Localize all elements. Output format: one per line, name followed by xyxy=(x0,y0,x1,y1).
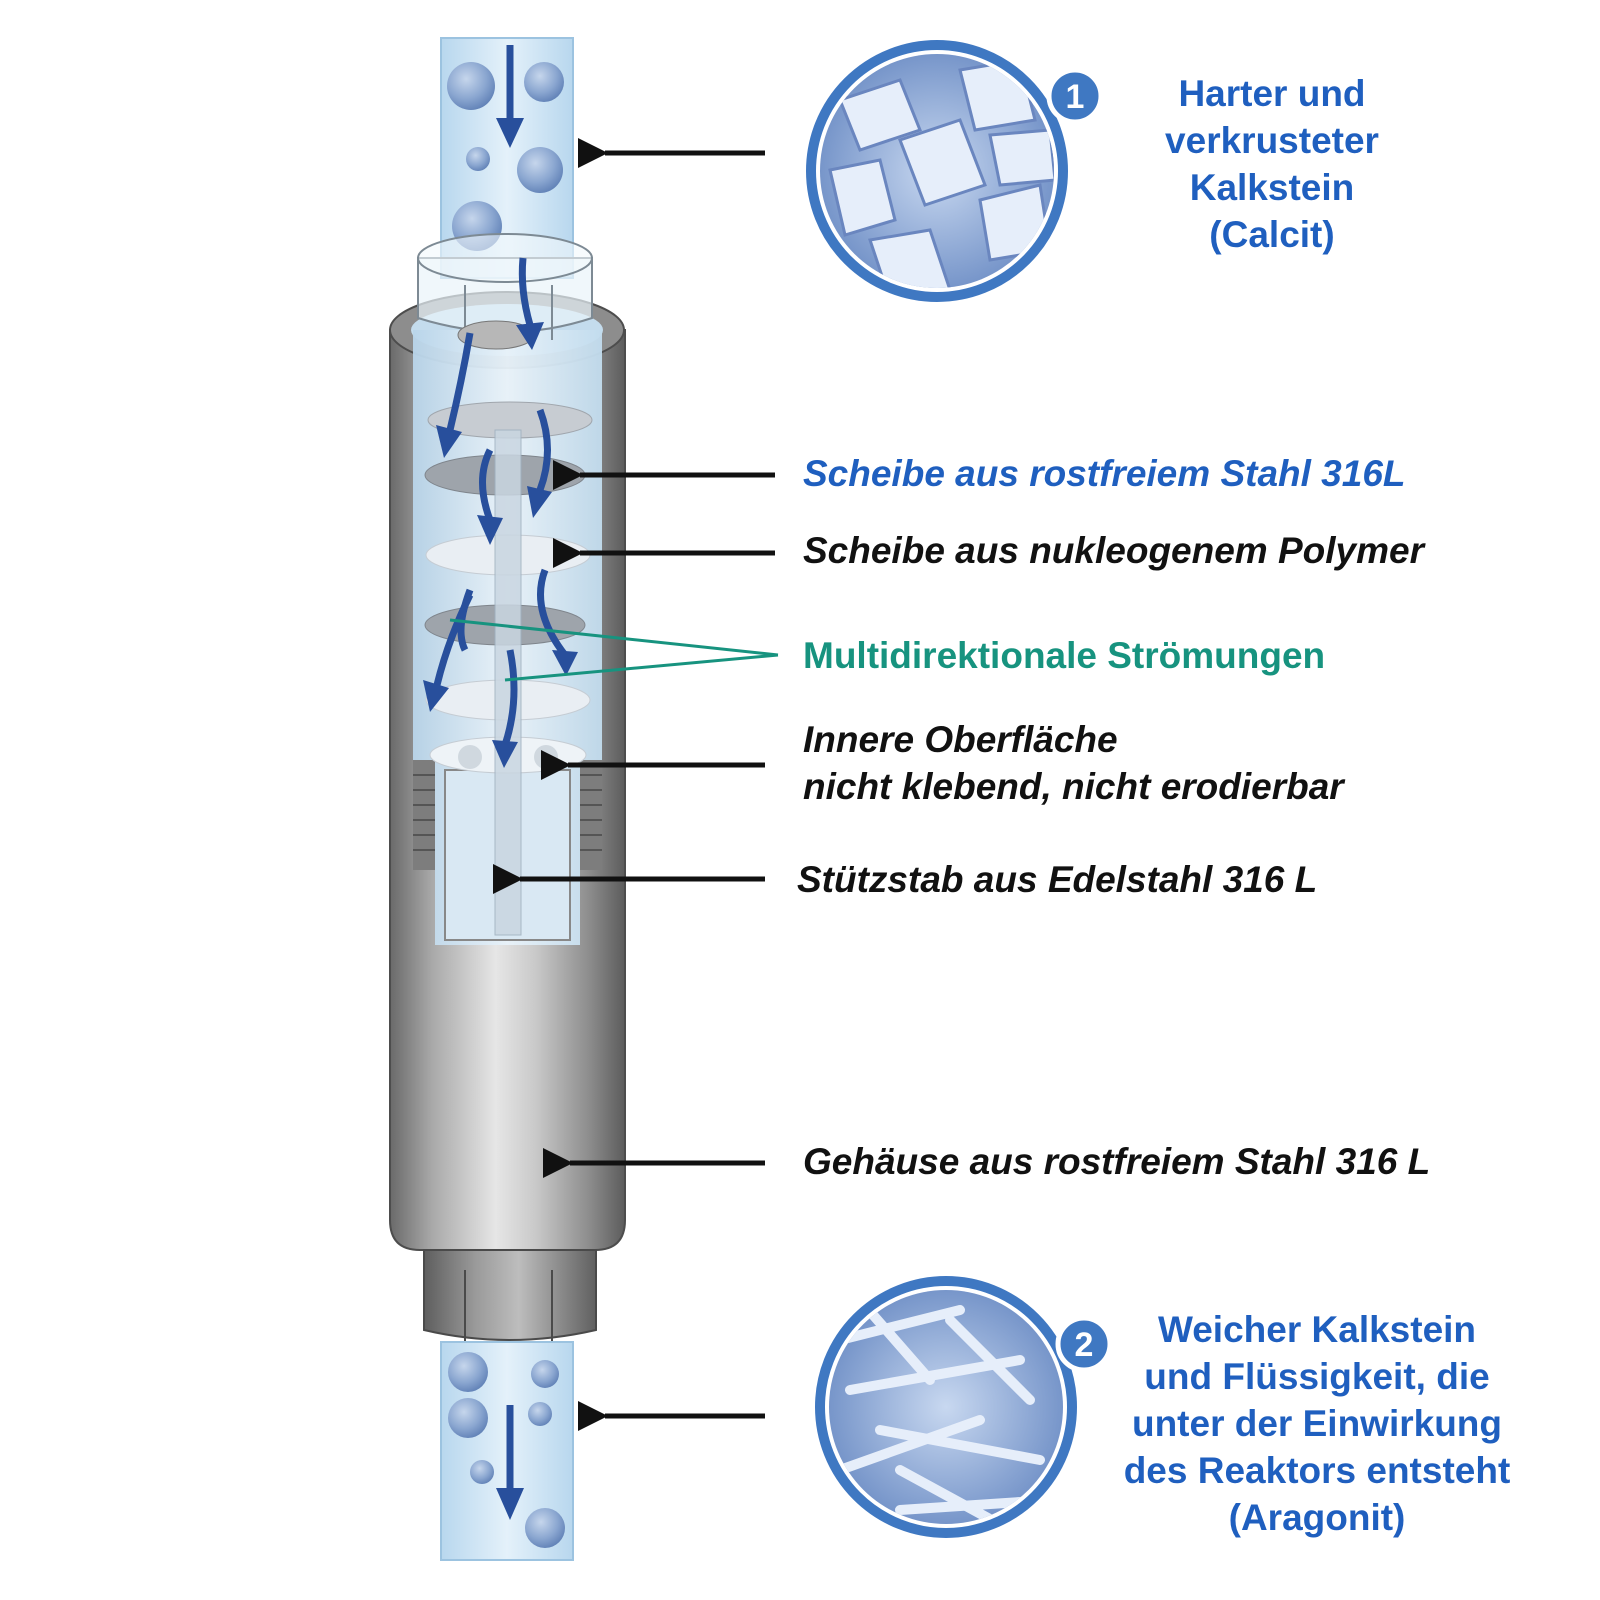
calcit-line-2: verkrusteter xyxy=(1165,120,1379,161)
calcit-line-3: Kalkstein xyxy=(1189,167,1355,208)
number-badge-icon: 1 xyxy=(1046,67,1104,125)
flow-arrow-icon xyxy=(496,45,524,148)
aragonit-line-4: des Reaktors entsteht xyxy=(1123,1450,1511,1491)
inner-surface-line-1: Innere Oberfläche xyxy=(803,719,1118,760)
steel-disc-label: Scheibe aus rostfreiem Stahl 316L xyxy=(803,453,1406,494)
flow-pointer-lines xyxy=(449,618,779,682)
outlet-limescale-particles xyxy=(448,1352,565,1548)
pointer-arrows xyxy=(493,138,775,1431)
inner-surface-line-2: nicht klebend, nicht erodierbar xyxy=(803,766,1344,807)
calcit-line-4: (Calcit) xyxy=(1209,214,1335,255)
polymer-disc-label: Scheibe aus nukleogenem Polymer xyxy=(803,530,1424,571)
calcit-line-1: Harter und xyxy=(1178,73,1366,114)
crystal-circle-icon xyxy=(806,40,1068,302)
aragonit-line-5: (Aragonit) xyxy=(1228,1497,1406,1538)
outlet-hex-nut xyxy=(423,1249,597,1342)
aragonit-line-2: und Flüssigkeit, die xyxy=(1144,1356,1490,1397)
inner-surface-label: Innere Oberfläche nicht klebend, nicht e… xyxy=(803,716,1344,810)
inlet-hex-nut xyxy=(417,233,593,350)
flows-label: Multidirektionale Strömungen xyxy=(803,635,1326,676)
badge-number-1: 1 xyxy=(1066,78,1085,116)
housing-label: Gehäuse aus rostfreiem Stahl 316 L xyxy=(803,1141,1431,1182)
flow-arrow-heads xyxy=(423,322,578,768)
flow-arrow-icon xyxy=(496,1405,524,1520)
calcit-description: Harter und verkrusteter Kalkstein (Calci… xyxy=(1142,70,1402,258)
number-badge-icon: 2 xyxy=(1055,1315,1113,1373)
aragonit-line-1: Weicher Kalkstein xyxy=(1157,1309,1477,1350)
support-rod-label: Stützstab aus Edelstahl 316 L xyxy=(797,859,1318,900)
aragonit-description: Weicher Kalkstein und Flüssigkeit, die u… xyxy=(1097,1306,1537,1541)
aragonit-line-3: unter der Einwirkung xyxy=(1131,1403,1503,1444)
crystal-circle-icon xyxy=(815,1276,1077,1538)
badge-number-2: 2 xyxy=(1075,1326,1094,1364)
flow-arrow-icon xyxy=(433,257,568,747)
